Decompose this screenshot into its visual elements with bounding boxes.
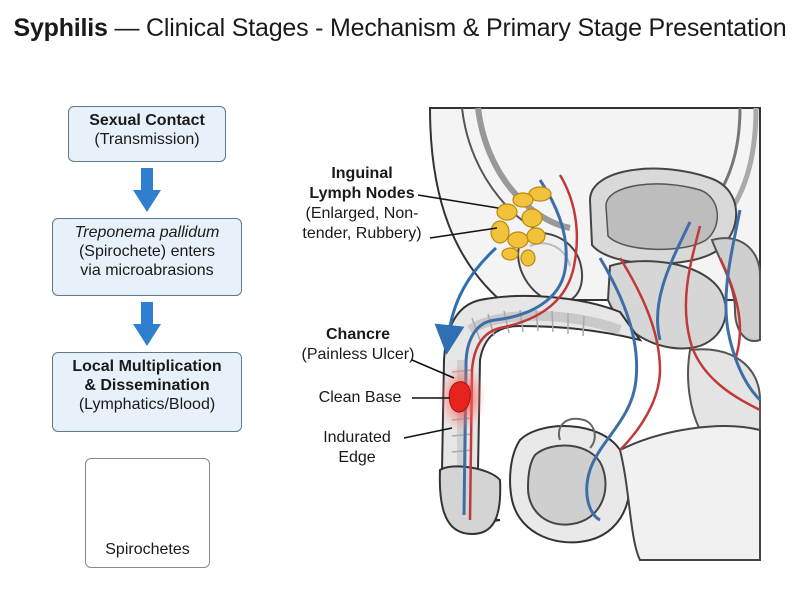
flow-arrow-2 <box>133 302 161 346</box>
perineum-outline <box>618 425 761 561</box>
step3-title1: Local Multiplication <box>72 358 222 375</box>
step2-organism: Treponema pallidum <box>74 224 220 241</box>
step1-sub: (Transmission) <box>94 131 200 148</box>
flow-arrow-1 <box>133 168 161 212</box>
lymph-callout-line <box>417 194 499 239</box>
lymph-to-chancre-arrow <box>434 246 498 355</box>
flow-step-entry: Treponema pallidum (Spirochete) enters v… <box>52 218 242 296</box>
label-indurated-edge: Indurated Edge <box>312 428 402 468</box>
step2-line3: via microabrasions <box>80 262 214 279</box>
chancre-callout-lines <box>403 359 455 439</box>
title-rest: — Clinical Stages - Mechanism & Primary … <box>107 14 787 42</box>
label-inguinal-lymph-nodes: Inguinal Lymph Nodes (Enlarged, Non- ten… <box>282 164 442 244</box>
indurated-line1: Indurated <box>323 429 391 446</box>
chancre-title: Chancre <box>325 326 391 343</box>
label-clean-base: Clean Base <box>318 389 402 406</box>
chancre-lesion <box>438 364 486 432</box>
lymph-desc2: tender, Rubbery) <box>302 225 422 242</box>
scrotum-testis <box>509 417 631 544</box>
lymph-desc1: (Enlarged, Non- <box>305 205 419 222</box>
lymph-title2: Lymph Nodes <box>309 185 415 202</box>
title-bold: Syphilis <box>13 14 108 42</box>
step1-title: Sexual Contact <box>89 112 205 129</box>
flow-step-sexual-contact: Sexual Contact (Transmission) <box>68 106 226 162</box>
spirochetes-label: Spirochetes <box>105 541 190 558</box>
step3-title2: & Dissemination <box>84 377 210 394</box>
spirochetes-box: Spirochetes <box>85 458 210 568</box>
arteries <box>468 174 761 521</box>
indurated-line2: Edge <box>338 449 376 466</box>
veins <box>462 179 762 522</box>
step3-sub: (Lymphatics/Blood) <box>78 396 216 413</box>
step2-line2: (Spirochete) enters <box>78 243 216 260</box>
label-chancre: Chancre (Painless Ulcer) <box>288 325 428 365</box>
page-title: Syphilis — Clinical Stages - Mechanism &… <box>0 14 800 43</box>
lymph-title1: Inguinal <box>331 165 393 182</box>
bladder <box>588 167 738 265</box>
inguinal-lymph-nodes <box>490 186 552 267</box>
flow-step-dissemination: Local Multiplication & Dissemination (Ly… <box>52 352 242 432</box>
chancre-sub: (Painless Ulcer) <box>301 346 415 363</box>
